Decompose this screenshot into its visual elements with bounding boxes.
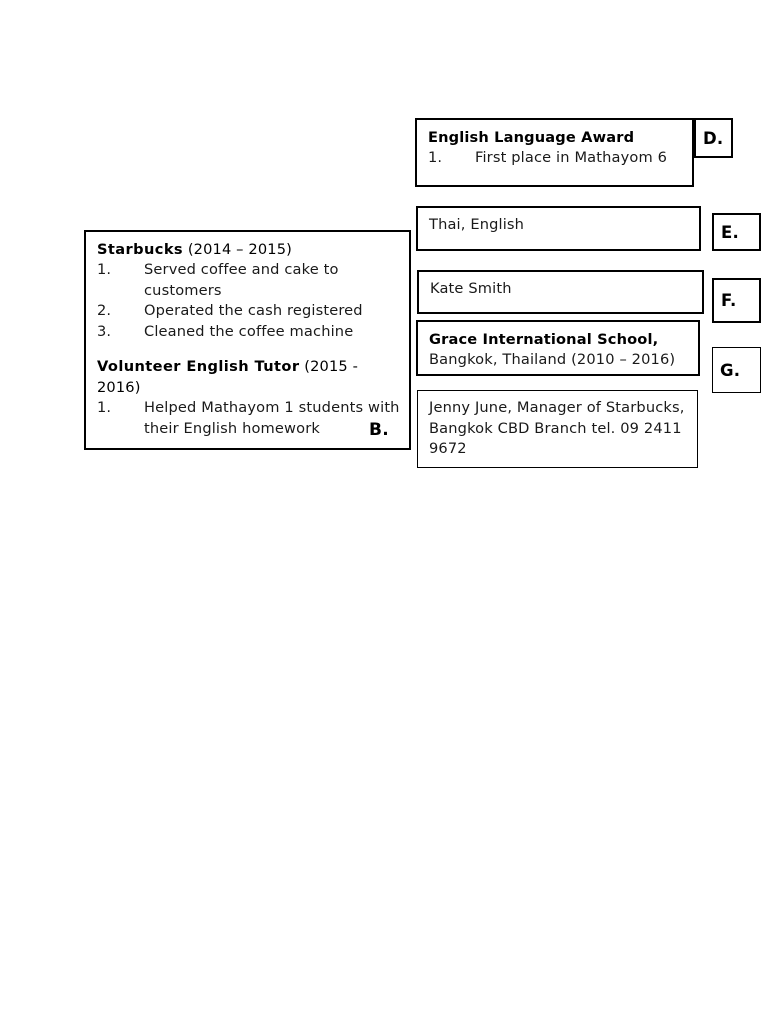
languages-box[interactable]: Thai, English [416, 206, 701, 251]
list-item: 1. Served coffee and cake to customers [97, 260, 401, 301]
list-item: 2. Operated the cash registered [97, 301, 401, 322]
referee-content: Jenny June, Manager of Starbucks, Bangko… [429, 398, 689, 460]
award-heading: English Language Award [428, 129, 635, 146]
experience-section-1-dates: (2014 – 2015) [187, 241, 293, 258]
list-item-number: 1. [97, 261, 112, 278]
award-content: English Language Award 1. First place in… [428, 127, 684, 169]
letter-box-d[interactable]: D. [694, 118, 733, 158]
education-box[interactable]: Grace International School, Bangkok, Tha… [416, 320, 700, 376]
experience-content: Starbucks (2014 – 2015) 1. Served coffee… [97, 239, 401, 439]
letter-box-d-label: D. [703, 128, 724, 148]
list-item-text: Cleaned the coffee machine [144, 322, 354, 340]
list-item-number: 1. [97, 399, 112, 416]
experience-box-letter: B. [368, 420, 389, 440]
list-item: 3. Cleaned the coffee machine [97, 322, 401, 343]
list-item-number: 2. [97, 302, 112, 319]
list-item: 1. Helped Mathayom 1 students with their… [97, 398, 401, 439]
award-box[interactable]: English Language Award 1. First place in… [415, 118, 694, 187]
experience-section-2-heading: Volunteer English Tutor (2015 - 2016) [97, 356, 401, 398]
referee-line: Bangkok CBD Branch tel. 09 2411 [429, 419, 682, 437]
list-item-text: Operated the cash registered [144, 302, 363, 319]
name-box[interactable]: Kate Smith [417, 270, 704, 314]
education-content: Grace International School, Bangkok, Tha… [429, 329, 690, 371]
experience-box[interactable]: Starbucks (2014 – 2015) 1. Served coffee… [84, 230, 411, 450]
list-item-number: 3. [97, 322, 112, 340]
education-school: Grace International School, [429, 331, 659, 348]
list-item-text: Helped Mathayom 1 students with their En… [144, 399, 400, 437]
experience-section-1-title: Starbucks [97, 241, 184, 258]
letter-box-f-label: F. [721, 291, 737, 310]
experience-section-2-dates: (2015 - 2016) [97, 358, 359, 396]
list-item: 1. First place in Mathayom 6 [428, 148, 684, 169]
referee-box[interactable]: Jenny June, Manager of Starbucks, Bangko… [417, 390, 698, 468]
referee-line: 9672 [429, 440, 467, 457]
languages-text: Thai, English [429, 216, 525, 233]
list-item-text: Served coffee and cake to customers [144, 261, 339, 299]
letter-box-e[interactable]: E. [712, 213, 761, 251]
referee-line: Jenny June, Manager of Starbucks, [429, 399, 685, 416]
experience-section-1-heading: Starbucks (2014 – 2015) [97, 239, 401, 260]
education-location: Bangkok, Thailand (2010 – 2016) [429, 351, 676, 368]
list-item-number: 1. [428, 149, 443, 166]
letter-box-e-label: E. [721, 222, 739, 242]
name-text: Kate Smith [430, 280, 512, 297]
letter-box-f[interactable]: F. [712, 278, 761, 323]
letter-box-g[interactable]: G. [712, 347, 761, 393]
experience-section-2-title: Volunteer English Tutor [97, 358, 300, 375]
section-spacer [97, 342, 401, 356]
list-item-text: First place in Mathayom 6 [475, 149, 668, 166]
letter-box-g-label: G. [720, 360, 741, 380]
